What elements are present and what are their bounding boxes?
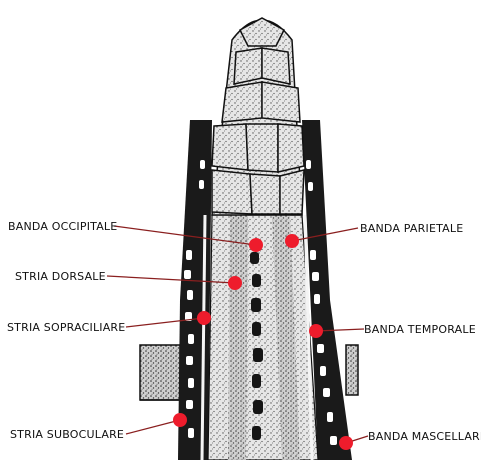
marker-banda-mascellare [339, 436, 353, 450]
marker-stria-suboculare [173, 413, 187, 427]
marker-banda-occipitale [249, 238, 263, 252]
marker-banda-parietale [285, 234, 299, 248]
marker-banda-temporale [309, 324, 323, 338]
marker-stria-sopraciliare [197, 311, 211, 325]
label-banda-parietale: BANDA PARIETALE [360, 222, 463, 235]
label-stria-sopraciliare: STRIA SOPRACILIARE [7, 321, 125, 334]
marker-stria-dorsale [228, 276, 242, 290]
label-stria-suboculare: STRIA SUBOCULARE [10, 428, 124, 441]
label-banda-temporale: BANDA TEMPORALE [364, 323, 476, 336]
dorsal-field [208, 215, 318, 460]
label-banda-occipitale: BANDA OCCIPITALE [8, 220, 117, 233]
label-stria-dorsale: STRIA DORSALE [15, 270, 106, 283]
label-banda-mascellare: BANDA MASCELLARE [368, 430, 481, 443]
head-shields [212, 18, 304, 215]
leader-stria-suboculare [126, 420, 180, 434]
